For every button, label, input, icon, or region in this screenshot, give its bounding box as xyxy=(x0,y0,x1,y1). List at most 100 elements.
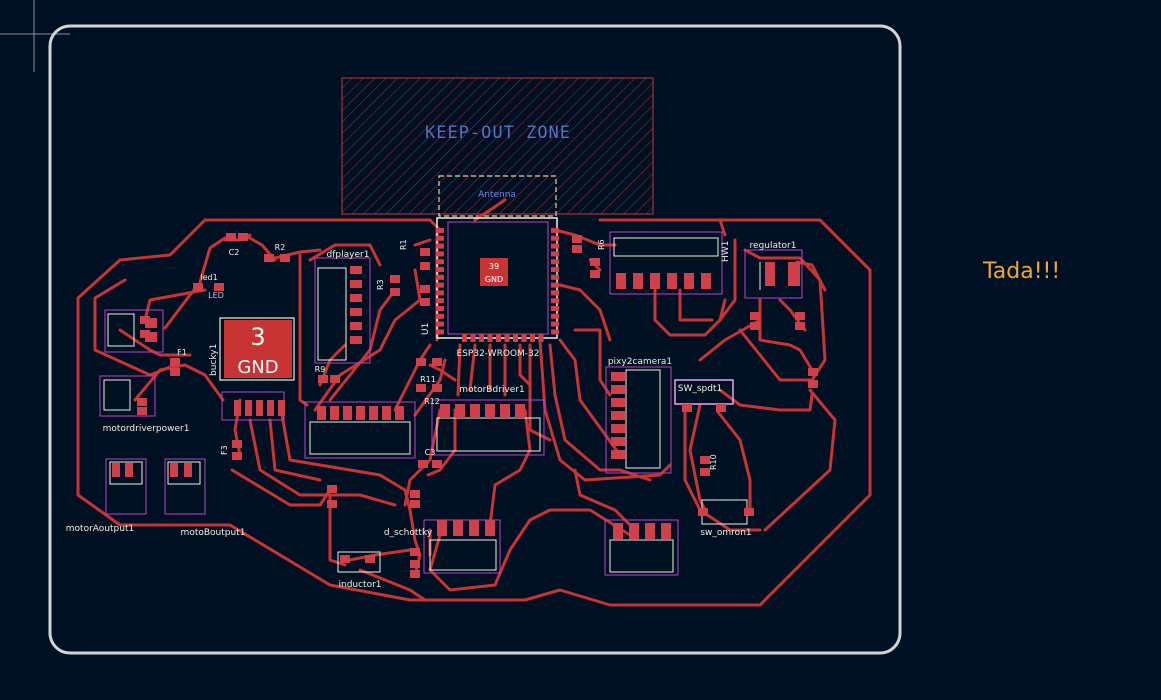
passive-pad[interactable] xyxy=(232,440,242,448)
hw1-pad[interactable] xyxy=(650,273,660,289)
motora-output-footprint[interactable]: motorAoutput1 xyxy=(66,458,147,534)
esp32-pad[interactable] xyxy=(551,259,559,265)
passive-pad[interactable] xyxy=(432,460,442,468)
passive-pad[interactable] xyxy=(340,555,350,563)
inductor-footprint[interactable]: inductor1 xyxy=(337,551,382,590)
esp32-pad[interactable] xyxy=(436,306,444,311)
dfplayer-pad[interactable] xyxy=(350,336,362,344)
d-schottky-pad[interactable] xyxy=(469,520,479,536)
pixy-pad[interactable] xyxy=(611,424,625,433)
motor-driver-power-footprint[interactable]: motordriverpower1 xyxy=(99,375,189,434)
esp32-pad[interactable] xyxy=(551,251,559,257)
passive-pad[interactable] xyxy=(716,404,726,412)
connector-pad[interactable] xyxy=(145,332,157,342)
passive-pad[interactable] xyxy=(682,404,692,412)
passive-pad[interactable] xyxy=(226,233,236,241)
passive-pad[interactable] xyxy=(808,380,818,388)
passive-pad[interactable] xyxy=(744,508,754,516)
passive-pad[interactable] xyxy=(750,312,760,320)
motorbdriver-pad[interactable] xyxy=(470,404,480,418)
passive-pad[interactable] xyxy=(420,248,430,256)
esp32-pad[interactable] xyxy=(470,334,476,342)
esp32-pad[interactable] xyxy=(436,282,444,288)
esp32-pad[interactable] xyxy=(436,267,444,272)
connector-pad[interactable] xyxy=(145,318,157,328)
dfplayer-pad[interactable] xyxy=(350,294,362,302)
passive-pad[interactable] xyxy=(420,285,430,293)
esp32-pad[interactable] xyxy=(436,274,444,280)
passive-pad[interactable] xyxy=(137,407,147,415)
passive-pad[interactable] xyxy=(410,500,420,508)
esp32-pad[interactable] xyxy=(436,290,444,296)
dfplayer-pad[interactable] xyxy=(350,308,362,316)
esp32-pad[interactable] xyxy=(551,282,559,288)
passive-pad[interactable] xyxy=(280,254,290,262)
sw-omron-footprint[interactable]: sw_omron1 xyxy=(700,499,752,538)
top-left-connector-footprint[interactable] xyxy=(104,309,164,353)
esp32-pad[interactable] xyxy=(551,228,559,233)
esp32-pad[interactable] xyxy=(551,298,559,304)
passive-pad[interactable] xyxy=(365,555,375,563)
esp32-pad[interactable] xyxy=(479,334,484,342)
dfplayer-pad[interactable] xyxy=(350,322,362,330)
esp32-pad[interactable] xyxy=(551,274,559,280)
passive-pad[interactable] xyxy=(390,288,400,296)
sw-spdt-footprint[interactable]: SW_spdt1 xyxy=(674,379,734,405)
esp32-pad[interactable] xyxy=(551,243,559,249)
passive-pad[interactable] xyxy=(590,270,600,278)
passive-pad[interactable] xyxy=(432,384,442,392)
motora-output-pad[interactable] xyxy=(125,463,133,477)
smd-pads[interactable] xyxy=(112,228,818,578)
regulator-footprint[interactable]: regulator1 xyxy=(744,241,803,299)
hw1-pad[interactable] xyxy=(701,273,711,289)
bottom-connector-pad[interactable] xyxy=(661,523,671,539)
esp32-pad[interactable] xyxy=(551,235,559,241)
passive-pad[interactable] xyxy=(590,258,600,266)
motora-output-pad[interactable] xyxy=(112,463,120,477)
pixy-pad[interactable] xyxy=(611,372,625,381)
motorbdriver-pad[interactable] xyxy=(455,404,465,418)
esp32-pad[interactable] xyxy=(436,251,444,257)
motora-driver-pad[interactable] xyxy=(369,406,378,420)
passive-pad[interactable] xyxy=(795,312,805,320)
passive-pad[interactable] xyxy=(390,275,400,283)
passive-pad[interactable] xyxy=(214,283,224,291)
passive-pad[interactable] xyxy=(410,560,420,568)
pixy-pad[interactable] xyxy=(611,385,625,394)
motorb-output-pad[interactable] xyxy=(170,463,178,477)
motora-driver-pad[interactable] xyxy=(317,406,326,420)
bucky-pin-pad[interactable] xyxy=(234,400,241,416)
motora-driver-pad[interactable] xyxy=(330,406,339,420)
esp32-pad[interactable] xyxy=(436,313,444,319)
passive-pad[interactable] xyxy=(318,375,328,383)
esp32-pad[interactable] xyxy=(436,298,444,304)
bucky-pin-pad[interactable] xyxy=(245,400,252,416)
passive-pad[interactable] xyxy=(698,508,708,516)
bucky-pin-pad[interactable] xyxy=(256,400,263,416)
passive-pad[interactable] xyxy=(432,358,442,366)
motora-driver-pad[interactable] xyxy=(356,406,365,420)
passive-pad[interactable] xyxy=(416,358,426,366)
dfplayer-footprint[interactable]: dfplayer1 xyxy=(314,250,371,364)
regulator-pad[interactable] xyxy=(765,262,775,286)
esp32-pad[interactable] xyxy=(538,334,544,342)
passive-pad[interactable] xyxy=(410,570,420,578)
keepout-zone[interactable]: KEEP-OUT ZONE xyxy=(341,77,654,215)
pixy-camera-footprint[interactable]: pixy2camera1 xyxy=(605,357,672,474)
hw1-pad[interactable] xyxy=(633,273,643,289)
bottom-connector-pad[interactable] xyxy=(613,523,623,539)
passive-pad[interactable] xyxy=(750,322,760,330)
d-schottky-pad[interactable] xyxy=(437,520,447,536)
esp32-pad[interactable] xyxy=(521,334,527,342)
esp32-pad[interactable] xyxy=(436,259,444,265)
passive-pad[interactable] xyxy=(327,485,337,493)
pixy-pad[interactable] xyxy=(611,411,625,420)
motorbdriver-pad[interactable] xyxy=(485,404,495,418)
copper-traces[interactable] xyxy=(76,198,872,607)
esp32-pad[interactable] xyxy=(487,334,493,342)
motorb-output-pad[interactable] xyxy=(184,463,192,477)
d-schottky-pad[interactable] xyxy=(485,520,495,536)
esp32-pad[interactable] xyxy=(436,243,444,249)
